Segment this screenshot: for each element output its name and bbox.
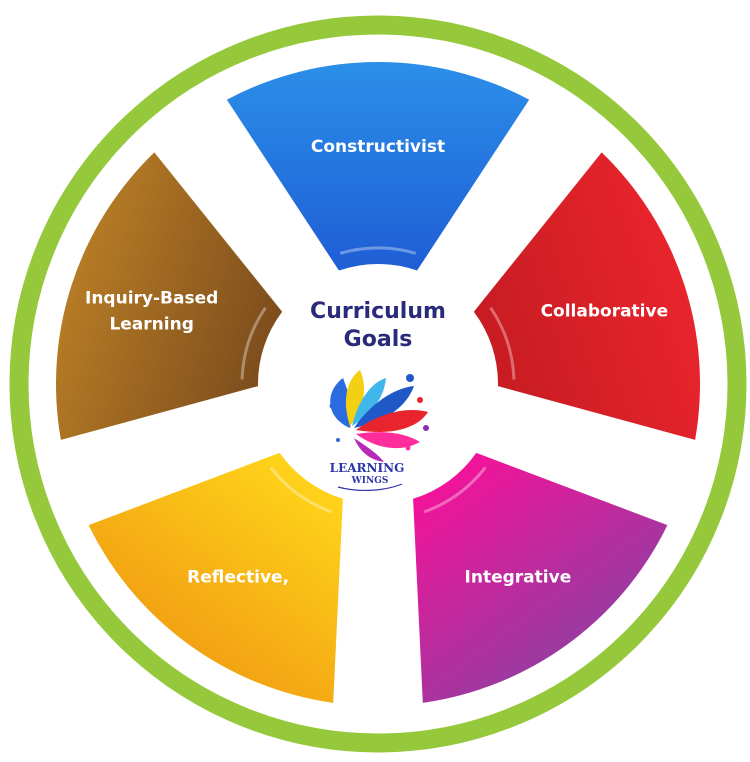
center-title-line1: Curriculum xyxy=(310,299,446,324)
brand-line2: WINGS xyxy=(351,476,389,486)
segment-label-inquiry-based-learning: Learning xyxy=(109,314,193,334)
segment-label-inquiry-based-learning: Inquiry-Based xyxy=(85,288,218,308)
segment-highlight-inquiry-based-learning xyxy=(240,306,267,380)
segment-label-constructivist: Constructivist xyxy=(311,137,445,157)
segment-reflective xyxy=(88,452,343,703)
segment-inquiry-based-learning xyxy=(56,152,283,440)
segment-label-collaborative: Collaborative xyxy=(541,301,669,321)
center-title-line2: Goals xyxy=(344,327,413,352)
segment-collaborative xyxy=(473,152,701,440)
segment-constructivist xyxy=(226,61,530,271)
center-title: Curriculum Goals xyxy=(310,299,446,352)
segment-highlight-constructivist xyxy=(339,246,417,255)
segment-highlight-collaborative xyxy=(489,306,516,380)
learning-wings-logo: LEARNING WINGS xyxy=(329,370,429,492)
segment-label-integrative: Integrative xyxy=(465,568,572,588)
segment-highlight-integrative xyxy=(423,466,487,514)
segment-label-reflective: Reflective, xyxy=(187,568,289,588)
brand-line1: LEARNING xyxy=(330,461,405,475)
segment-highlight-reflective xyxy=(269,466,333,514)
brand-swoosh xyxy=(337,483,403,492)
segment-integrative xyxy=(413,452,668,703)
butterfly-wing-icon xyxy=(329,370,429,462)
